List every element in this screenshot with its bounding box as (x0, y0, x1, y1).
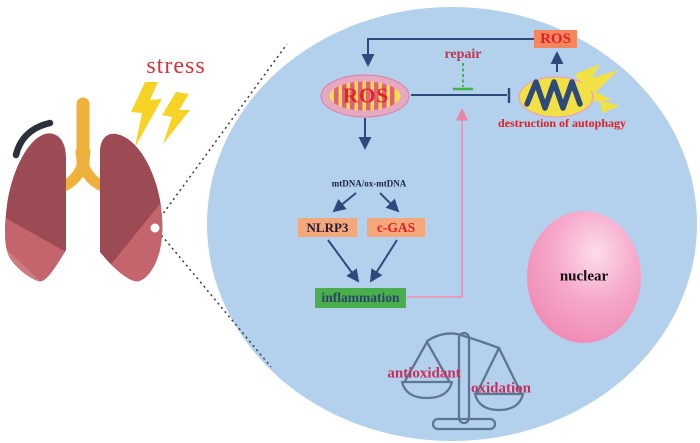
callout-origin-dot (150, 223, 160, 233)
ros-box: ROS (534, 30, 577, 48)
nlrp3-label: NLRP3 (306, 220, 349, 235)
inflammation-box: inflammation (315, 288, 406, 308)
pathway-arrows (327, 38, 564, 283)
stress-label: stress (146, 53, 206, 79)
damaged-mitochondrion-icon (518, 64, 620, 118)
cgas-label: c-GAS (376, 219, 416, 235)
nucleus-icon (527, 211, 641, 343)
lung-icon (5, 97, 163, 282)
arrow-nlrp3-to-inflammation (327, 239, 360, 283)
arrow-dna-to-nlrp3 (332, 192, 357, 213)
oxidation-label: oxidation (470, 380, 532, 397)
nucleus-label: nuclear (559, 268, 609, 285)
arrow-rosbox-to-mitochondrion (361, 38, 534, 67)
destruction-of-autophagy-label: destruction of autophagy (497, 116, 627, 130)
lightning-bolt-icon (131, 82, 190, 147)
balance-scale-icon (400, 331, 525, 431)
arrow-dna-to-cgas (379, 192, 400, 213)
inflammation-label: inflammation (321, 290, 400, 306)
repair-inhibition-line (453, 63, 473, 91)
nlrp3-box: NLRP3 (298, 218, 357, 237)
arrow-cgas-to-inflammation (369, 239, 398, 283)
cgas-box: c-GAS (367, 218, 425, 237)
ros-box-label: ROS (540, 30, 571, 47)
lung-accent-stroke (12, 119, 54, 159)
antioxidant-label: antioxidant (387, 365, 461, 382)
ros-mitochondrion-label: ROS (342, 83, 390, 108)
callout-dotted-lines (156, 43, 288, 368)
mitochondrion-icon (320, 74, 410, 118)
mtdna-caption: mtDNA/ox-mtDNA (331, 178, 407, 189)
arrow-inflammation-feedback (407, 108, 469, 298)
repair-label: repair (444, 47, 482, 62)
